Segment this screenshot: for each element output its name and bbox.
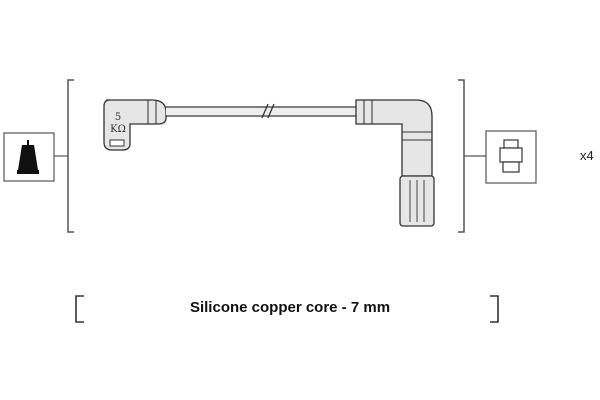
right-bracket — [458, 79, 465, 233]
resistor-value: 5 — [114, 112, 122, 123]
caption: Silicone copper core - 7 mm — [70, 296, 510, 324]
caption-left-bracket — [75, 295, 84, 323]
left-angled-boot — [103, 99, 167, 151]
quantity-label: x4 — [580, 148, 594, 163]
coil-terminal-icon — [485, 130, 537, 184]
cable — [166, 103, 356, 119]
caption-right-bracket — [490, 295, 499, 323]
spark-plug-boot-icon — [3, 132, 55, 182]
left-bracket — [67, 79, 74, 233]
cable-break-mark — [261, 103, 275, 119]
caption-text: Silicone copper core - 7 mm — [189, 299, 391, 316]
right-angled-boot — [355, 99, 435, 227]
resistor-unit: KΩ — [110, 124, 126, 135]
